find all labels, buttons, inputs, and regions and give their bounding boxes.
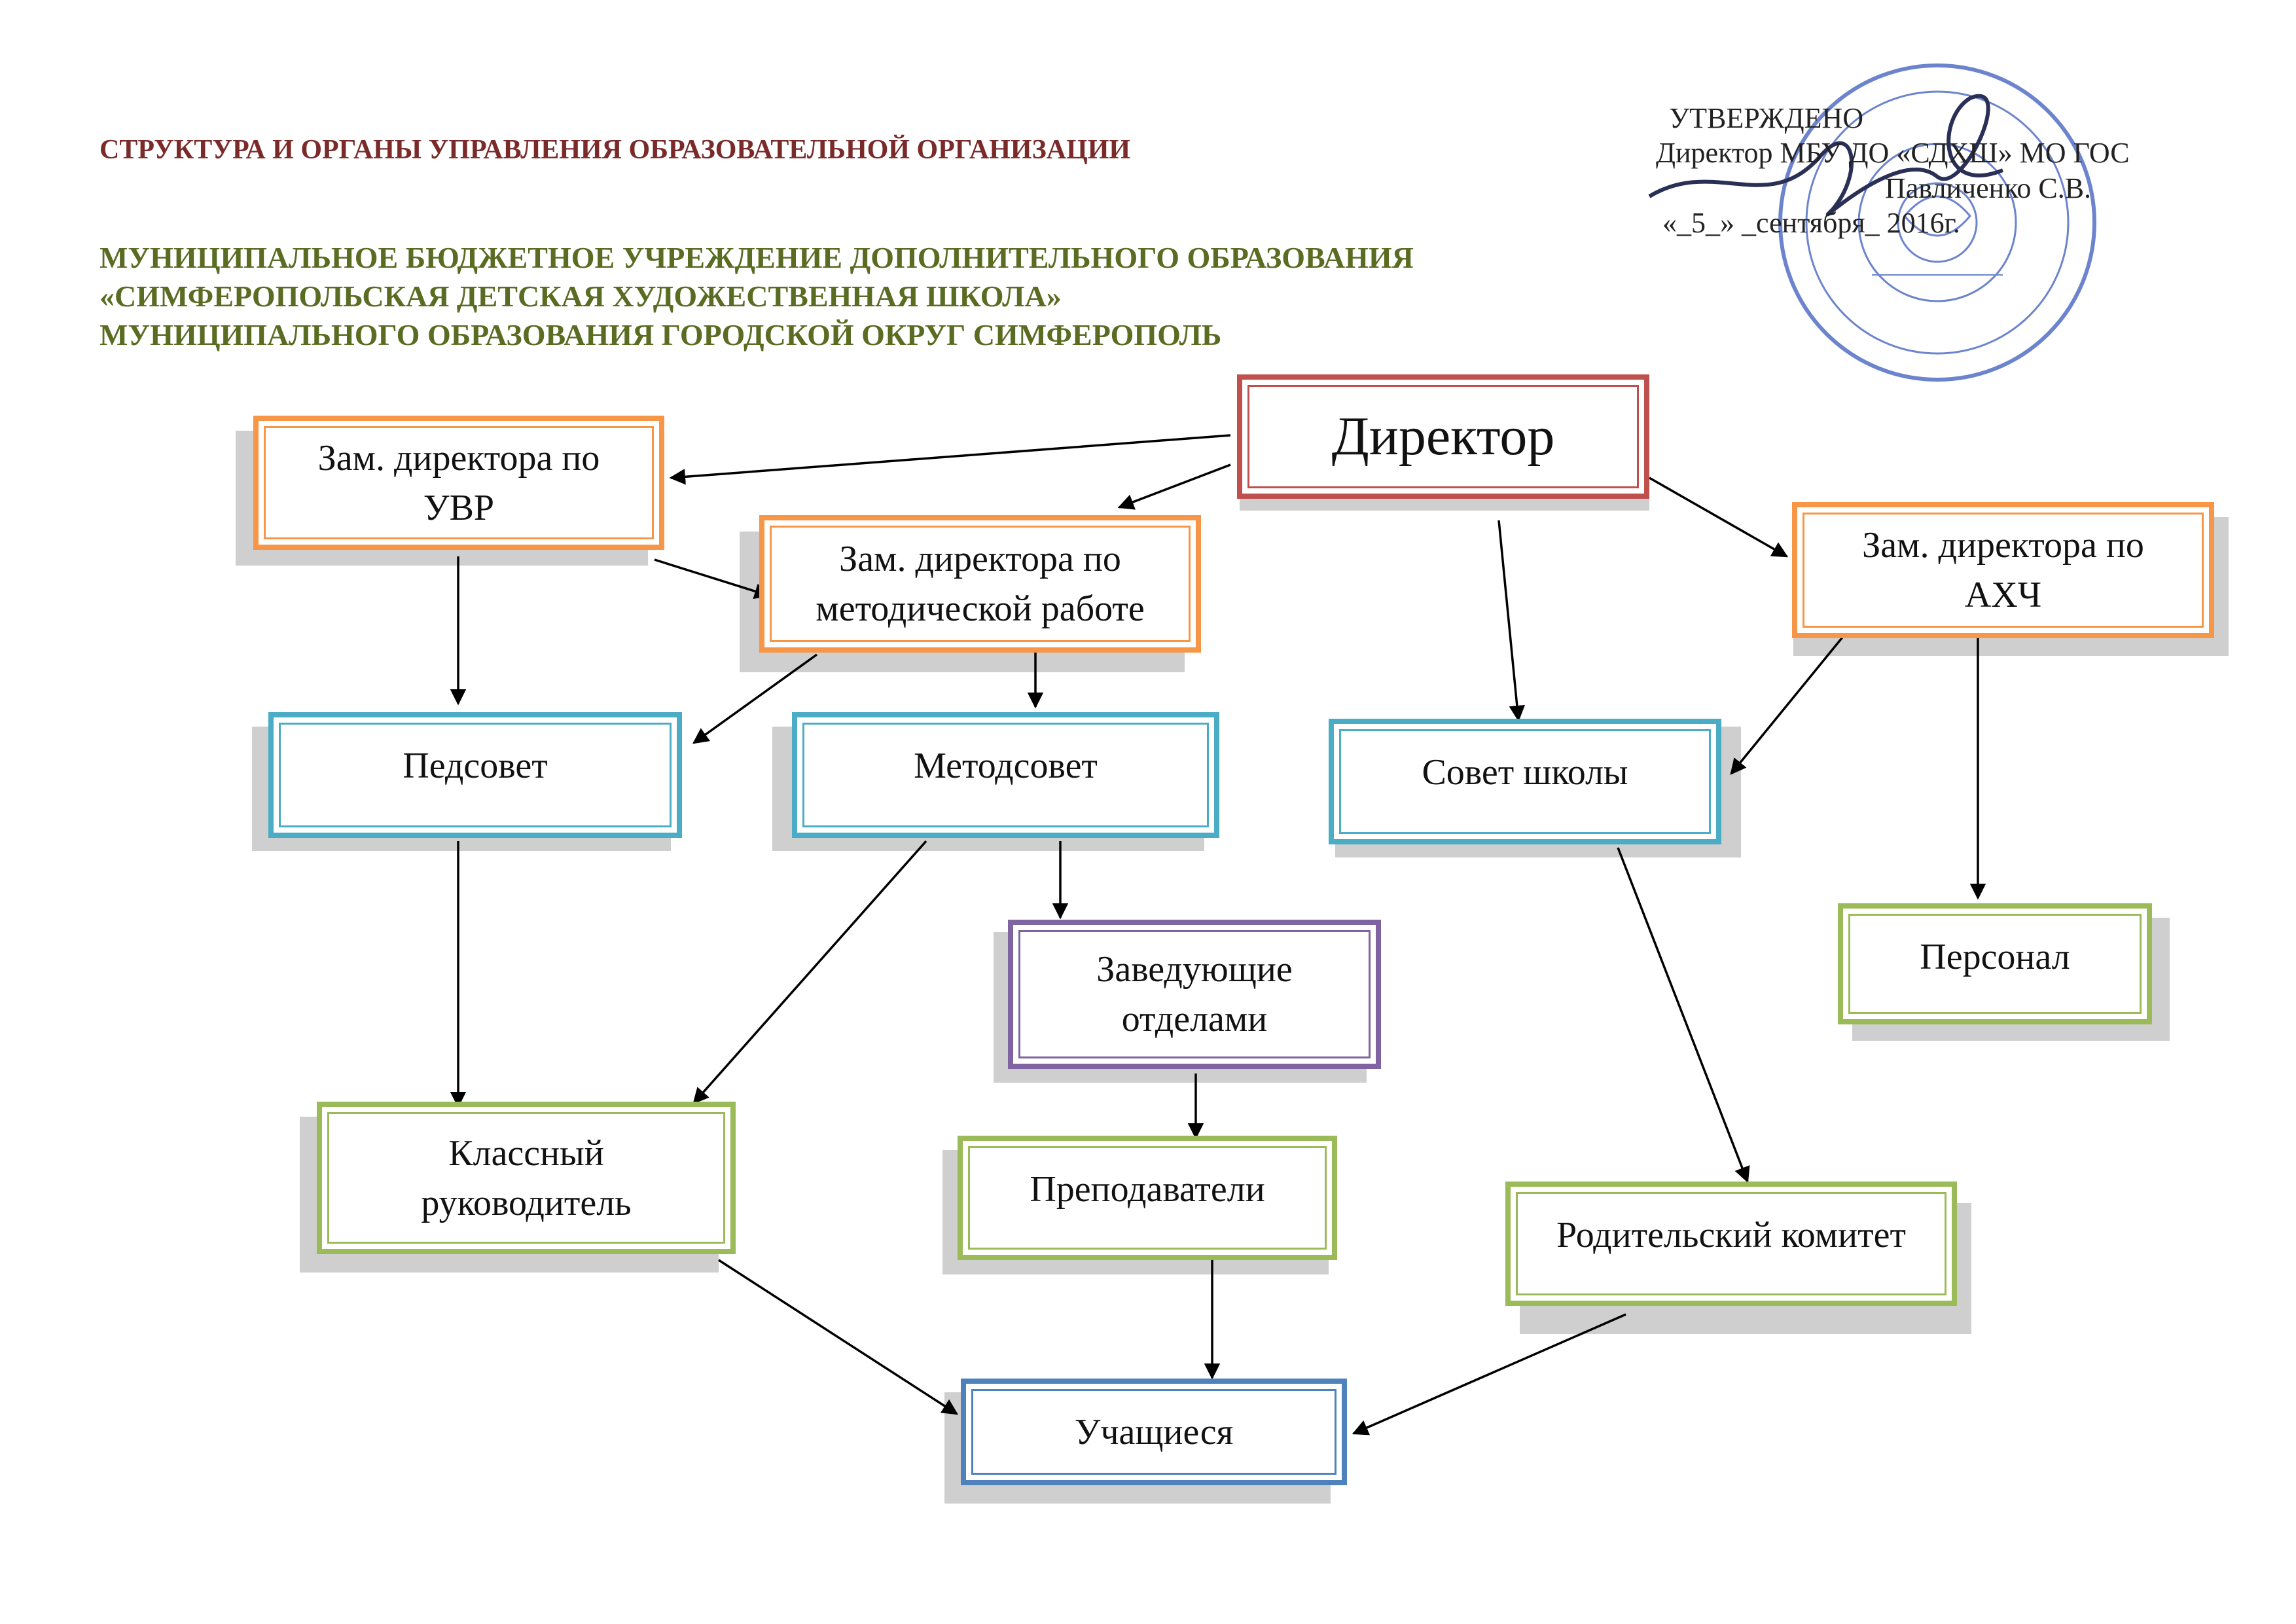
dept-heads-label: Заведующие отделами [1096, 949, 1293, 1039]
deputy-method-label: Зам. директора по методической работе [816, 539, 1145, 629]
deputy-ahch-box: Зам. директора по АХЧ [1792, 502, 2214, 638]
metodsovet-box: Методсовет [792, 712, 1219, 838]
org-name-line-1: МУНИЦИПАЛЬНОЕ БЮДЖЕТНОЕ УЧРЕЖДЕНИЕ ДОПОЛ… [99, 241, 1414, 274]
class-teacher-box: Классный руководитель [317, 1102, 736, 1254]
personnel-label: Персонал [1920, 937, 2070, 977]
arrow-council-to-parents [1617, 847, 1750, 1183]
pedsovet-box: Педсовет [268, 712, 682, 838]
arrow-director-to-uvr [669, 434, 1231, 485]
arrow-metodsovet-to-class [692, 840, 927, 1104]
deputy-uvr-label: Зам. директора по УВР [317, 437, 600, 528]
deputy-method-box: Зам. директора по методической работе [759, 515, 1201, 653]
school-council-label: Совет школы [1422, 752, 1628, 793]
arrow-director-to-council [1498, 520, 1526, 722]
org-name-line-2: «СИМФЕРОПОЛЬСКАЯ ДЕТСКАЯ ХУДОЖЕСТВЕННАЯ … [99, 280, 1062, 313]
students-label: Учащиеся [1074, 1411, 1234, 1453]
arrow-class-to-students [718, 1259, 959, 1415]
approval-line-4: «_5_» _сентября_ 2016г. [1662, 207, 1960, 239]
pedsovet-label: Педсовет [403, 746, 548, 786]
page-title: СТРУКТУРА И ОРГАНЫ УПРАВЛЕНИЯ ОБРАЗОВАТЕ… [99, 135, 1131, 165]
org-name-line-3: МУНИЦИПАЛЬНОГО ОБРАЗОВАНИЯ ГОРОДСКОЙ ОКР… [99, 318, 1222, 352]
teachers-box: Преподаватели [958, 1136, 1337, 1260]
director-box: Директор [1237, 374, 1649, 499]
arrow-parents-to-students [1352, 1313, 1626, 1435]
deputy-ahch-label: Зам. директора по АХЧ [1862, 525, 2144, 615]
deputy-uvr-box: Зам. директора по УВР [253, 416, 664, 550]
director-label: Директор [1331, 406, 1555, 467]
teachers-label: Преподаватели [1030, 1169, 1265, 1210]
arrow-ahch-to-council [1730, 634, 1846, 775]
class-teacher-label: Классный руководитель [421, 1132, 632, 1223]
personnel-box: Персонал [1838, 903, 2152, 1024]
metodsovet-label: Методсовет [914, 746, 1098, 786]
arrow-director-to-method [1117, 463, 1231, 510]
approval-line-2: Директор МБУ ДО «СДХШ» МО ГОС [1656, 137, 2130, 169]
approval-line-3: Павличенко С.В. [1885, 172, 2092, 204]
parent-committee-box: Родительский комитет [1505, 1182, 1957, 1306]
approval-line-1: УТВЕРЖДЕНО [1669, 102, 1864, 134]
arrow-director-to-ahch [1649, 477, 1789, 558]
dept-heads-box: Заведующие отделами [1008, 920, 1381, 1069]
school-council-box: Совет школы [1329, 719, 1721, 844]
arrow-uvr-to-method [654, 558, 771, 600]
students-box: Учащиеся [961, 1379, 1347, 1485]
arrow-method-to-pedsovet [692, 653, 818, 744]
parent-committee-label: Родительский комитет [1556, 1215, 1906, 1255]
